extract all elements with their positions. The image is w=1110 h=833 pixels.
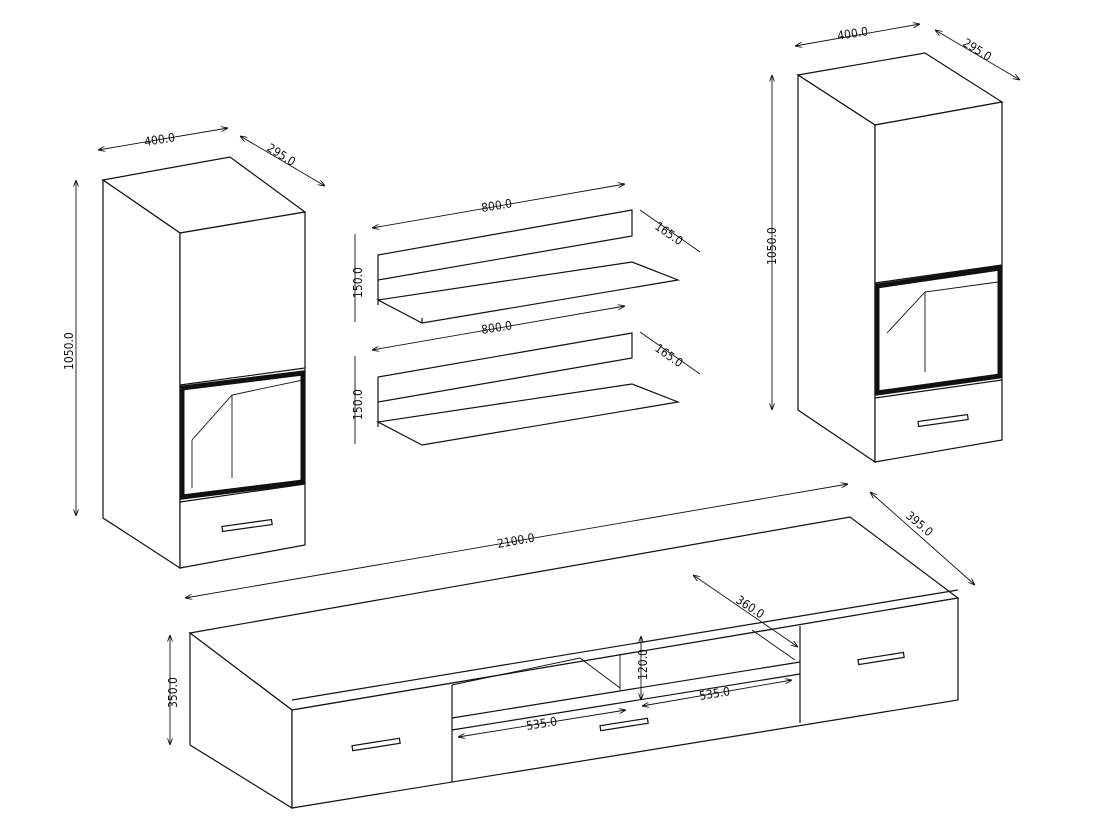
wall-shelf-bottom: 800.0 165.0 150.0 [351,306,701,446]
right-cabinet-height: 1050.0 [765,227,779,265]
tv-stand-niche-height: 120.0 [636,649,650,680]
right-cabinet: 400.0 295.0 1050.0 [765,24,1020,464]
drawer-handle [351,737,401,752]
drawer-handle [917,413,969,428]
shelf-top-width: 800.0 [480,196,513,215]
left-cabinet-height: 1050.0 [62,332,76,370]
left-cabinet-depth: 295.0 [264,141,298,169]
tv-stand-width: 2100.0 [496,531,536,551]
drawer-handle [857,651,905,666]
tv-stand: 2100.0 395.0 350.0 360.0 120.0 535.0 535… [166,484,975,810]
tv-stand-niche-right-width: 535.0 [698,684,731,703]
right-cabinet-width: 400.0 [836,24,869,43]
shelf-bottom-height: 150.0 [351,389,365,420]
left-cabinet: 400.0 295.0 1050.0 [62,128,325,570]
shelf-top-depth: 165.0 [652,219,685,248]
right-cabinet-depth: 295.0 [960,36,994,64]
left-cabinet-width: 400.0 [143,130,176,149]
tv-stand-height: 350.0 [166,677,180,708]
tv-stand-depth: 395.0 [903,509,936,540]
shelf-top-height: 150.0 [351,267,365,298]
tv-stand-niche-left-width: 535.0 [525,714,558,733]
shelf-bottom-width: 800.0 [480,318,513,337]
wall-shelf-top: 800.0 165.0 150.0 [351,184,701,324]
shelf-bottom-depth: 165.0 [652,341,685,370]
